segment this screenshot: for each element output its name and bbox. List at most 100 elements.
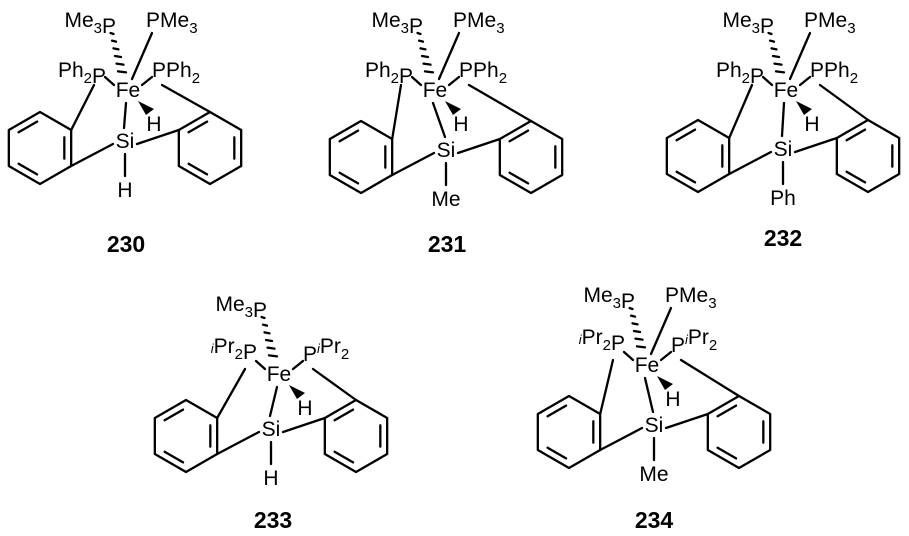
silicon-atom: Si <box>116 130 135 153</box>
fe-pme3-bond <box>788 31 812 81</box>
right-phosphine-label: PiPr2 <box>303 335 349 366</box>
fe-pme3-bond <box>649 306 673 356</box>
top-trimethylphosphine-label: Me3P <box>371 9 423 38</box>
fe-p-right-bond <box>659 350 673 362</box>
left-benzene-ring-double-bond <box>17 162 39 176</box>
hashed-bond <box>416 31 422 36</box>
silicon-atom: Si <box>645 414 664 437</box>
left-benzene-ring <box>7 110 73 186</box>
silicon-atom: Si <box>437 139 456 162</box>
fe-p-left-bond <box>410 75 423 87</box>
hashed-bond <box>419 47 427 51</box>
iron-atom: Fe <box>116 79 141 102</box>
top-trimethylphosphine-label: Me3P <box>215 293 267 322</box>
hashed-bond <box>112 47 120 51</box>
hydride-wedge-bond <box>796 101 812 115</box>
hashed-bond <box>634 337 644 341</box>
ring-p-bond <box>599 358 615 416</box>
top-trimethylphosphine-label: Me3P <box>722 9 774 38</box>
left-phosphine-label: Ph2P <box>365 59 413 88</box>
fe-si-bond <box>431 101 447 139</box>
top-right-trimethylphosphine-label: PMe3 <box>453 9 505 37</box>
hydride-atom: H <box>665 388 680 411</box>
hydride-atom: H <box>146 113 161 136</box>
iron-atom: Fe <box>423 79 448 102</box>
hashed-bond <box>422 62 432 66</box>
right-benzene-ring-double-bond <box>333 450 355 464</box>
fe-pme3-bond <box>437 31 461 81</box>
top-right-trimethylphosphine-label: PMe3 <box>804 9 856 37</box>
left-benzene-ring-double-bond <box>163 450 185 464</box>
silicon-atom: Si <box>262 418 281 441</box>
left-benzene-ring <box>328 119 394 195</box>
left-phosphine-label: iPr2P <box>211 335 257 364</box>
iron-atom: Fe <box>267 363 292 386</box>
hydride-atom: H <box>297 397 312 420</box>
ring-p-bond <box>160 83 212 114</box>
fe-p-left-bond <box>622 350 635 362</box>
hashed-bond <box>109 31 115 36</box>
left-benzene-ring-double-bond <box>338 129 360 143</box>
ring-p-bond <box>70 83 96 132</box>
fe-p-left-bond <box>254 359 267 371</box>
left-benzene-ring <box>536 394 602 470</box>
fe-p-left-bond <box>103 75 116 87</box>
hashed-bond <box>632 329 642 334</box>
ring-si-bond <box>135 128 180 146</box>
top-trimethylphosphine-label: Me3P <box>583 284 635 313</box>
ring-si-bond <box>391 151 436 177</box>
hashed-bond <box>266 346 276 350</box>
ring-p-bond <box>728 83 754 140</box>
hashed-bond <box>417 39 425 43</box>
fe-p-right-bond <box>140 75 154 87</box>
ring-si-bond <box>599 426 644 452</box>
ring-p-bond <box>818 83 870 122</box>
ring-si-bond <box>281 416 326 434</box>
left-benzene-ring-double-bond <box>546 404 568 418</box>
hashed-bond <box>773 62 783 66</box>
hashed-bond <box>263 331 271 335</box>
hashed-bond <box>767 31 773 36</box>
right-benzene-ring-double-bond <box>187 162 209 176</box>
right-phosphine-label: PPh2 <box>152 59 200 87</box>
hashed-bond <box>770 47 778 51</box>
right-benzene-ring-double-bond <box>845 170 867 184</box>
hashed-bond <box>423 70 435 74</box>
compound-number-230: 230 <box>107 231 145 257</box>
left-benzene-ring-double-bond <box>163 408 185 422</box>
ring-si-bond <box>70 142 115 168</box>
ring-p-bond <box>391 83 403 141</box>
fe-si-bond <box>643 376 655 414</box>
silicon-atom: Si <box>774 138 793 161</box>
right-benzene-ring <box>177 110 243 186</box>
right-phosphine-label: PiPr2 <box>671 326 717 357</box>
ring-p-bond <box>311 367 358 402</box>
hashed-bond <box>110 39 118 43</box>
silicon-substituent-label: H <box>117 179 132 202</box>
top-right-trimethylphosphine-label: PMe3 <box>665 284 717 312</box>
compound-number-231: 231 <box>428 231 467 257</box>
right-benzene-ring-double-bond <box>716 446 738 460</box>
left-phosphine-label: Ph2P <box>716 59 764 88</box>
hashed-bond <box>116 70 128 74</box>
fe-p-left-bond <box>761 75 774 87</box>
iron-atom: Fe <box>635 354 660 377</box>
right-benzene-ring <box>498 119 564 195</box>
ring-si-bond <box>456 137 501 155</box>
fe-p-right-bond <box>291 359 305 371</box>
silicon-substituent-label: Me <box>639 463 668 486</box>
hashed-bond <box>635 345 647 349</box>
iron-atom: Fe <box>774 79 799 102</box>
left-benzene-ring-double-bond <box>675 128 697 142</box>
hashed-bond <box>420 54 430 59</box>
left-benzene-ring-double-bond <box>675 170 697 184</box>
right-benzene-ring-double-bond <box>845 128 867 142</box>
fe-si-bond <box>780 101 786 138</box>
hashed-bond <box>115 62 125 66</box>
left-benzene-ring-double-bond <box>546 446 568 460</box>
